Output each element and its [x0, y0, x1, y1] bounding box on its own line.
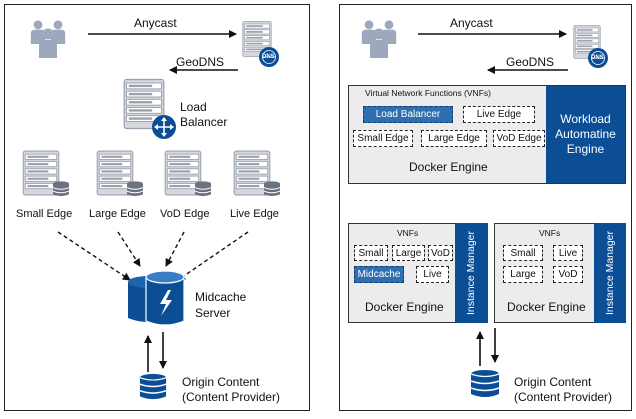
instance-1-docker-engine: Docker Engine: [365, 300, 444, 314]
left-origin-label-line2: (Content Provider): [182, 390, 281, 404]
live-edge-server-icon: [233, 150, 281, 197]
small-edge-server-icon: [22, 150, 70, 197]
vnf-small-edge: Small Edge: [353, 130, 413, 147]
workload-engine-box: Workload Automatine Engine: [546, 86, 625, 183]
instance-2-vnf-live: Live: [553, 245, 583, 261]
instance-manager-1: Instance Manager: [455, 223, 488, 323]
right-origin-database-icon: [470, 369, 500, 398]
instance-2-vnf-small: Small: [503, 245, 543, 261]
right-geodns-label: GeoDNS: [506, 55, 555, 69]
vod-edge-server-icon: [164, 150, 212, 197]
instance-1-vnf-title: VNFs: [397, 228, 419, 238]
large-edge-server-icon: [96, 150, 144, 197]
left-origin-database-icon: [139, 373, 167, 400]
left-dns-badge: DNS: [262, 54, 275, 60]
right-dns-badge: DNS: [591, 55, 604, 61]
instance-manager-2: Instance Manager: [594, 223, 626, 323]
workload-label-line2: Automatine: [555, 127, 616, 141]
live-edge-to-midcache-arrow: [177, 231, 249, 281]
workload-label-line3: Engine: [566, 142, 605, 156]
midcache-label-line2: Server: [195, 306, 231, 320]
vod-edge-to-midcache-arrow: [165, 231, 185, 267]
small-edge-label: Small Edge: [16, 208, 73, 220]
workload-label-line1: Workload: [560, 112, 611, 126]
instance-1-vnf-live: Live: [416, 266, 449, 283]
instance-1-vnf-small: Small: [354, 245, 388, 261]
load-balancer-label-line1: Load: [180, 100, 207, 114]
vnf-live-edge: Live Edge: [463, 106, 535, 123]
instance-manager-1-label: Instance Manager: [465, 230, 478, 316]
instance-1-vnf-vod: VoD: [428, 245, 453, 261]
instance-1-vnf-large: Large: [392, 245, 425, 261]
right-origin-label-line1: Origin Content: [514, 375, 592, 389]
right-users-icon: [361, 20, 397, 58]
instance-2-vnf-vod: VoD: [553, 266, 583, 283]
instance-1-vnf-midcache: Midcache: [354, 266, 404, 283]
live-edge-label: Live Edge: [230, 208, 279, 220]
instance-2-docker-engine: Docker Engine: [507, 300, 586, 314]
right-anycast-label: Anycast: [450, 16, 493, 30]
small-edge-to-midcache-arrow: [57, 231, 131, 281]
midcache-server-icon: [128, 270, 185, 326]
left-anycast-label: Anycast: [134, 16, 177, 30]
vnf-large-edge: Large Edge: [421, 130, 487, 147]
vnf-title: Virtual Network Functions (VNFs): [365, 88, 491, 98]
left-origin-label-line1: Origin Content: [182, 375, 260, 389]
right-architecture-panel: [339, 4, 632, 411]
instance-2-vnf-large: Large: [503, 266, 543, 283]
right-dns-server-icon: [573, 25, 608, 68]
load-balancer-server-icon: [123, 78, 176, 139]
top-docker-engine-label: Docker Engine: [409, 160, 488, 174]
midcache-label-line1: Midcache: [195, 290, 247, 304]
instance-manager-2-label: Instance Manager: [604, 230, 616, 316]
vnf-vod-edge: VoD Edge: [493, 130, 545, 147]
left-architecture-panel: [4, 4, 310, 411]
left-geodns-label: GeoDNS: [176, 55, 225, 69]
vnf-load-balancer: Load Balancer: [363, 106, 453, 123]
large-edge-label: Large Edge: [89, 208, 146, 220]
right-origin-label-line2: (Content Provider): [514, 390, 613, 404]
left-users-icon: [30, 20, 66, 58]
vod-edge-label: VoD Edge: [160, 208, 210, 220]
left-dns-server-icon: [242, 21, 279, 67]
instance-2-vnf-title: VNFs: [539, 228, 561, 238]
large-edge-to-midcache-arrow: [117, 231, 141, 267]
load-balancer-label-line2: Balancer: [180, 115, 228, 129]
